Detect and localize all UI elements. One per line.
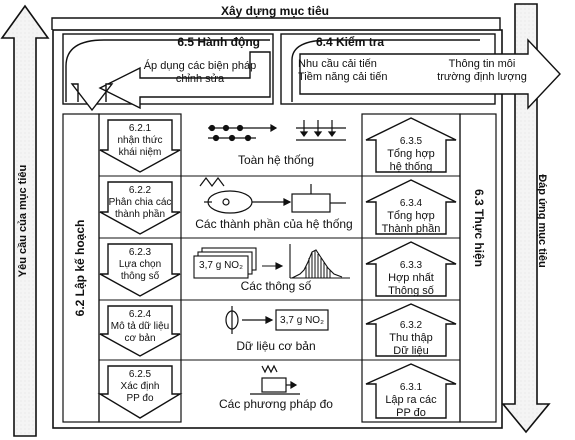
- plan-step-5-text: Xác định PP đo: [120, 381, 160, 404]
- plan-arrow-2: [99, 181, 181, 235]
- parameters-tag: 3,7 g NO₂: [199, 260, 243, 271]
- plan-step-2-text: Phân chia các thành phần: [108, 197, 172, 220]
- plan-column: [98, 113, 182, 423]
- do-step-3-id: 6.3.3: [399, 260, 423, 271]
- caption-base-data: Dữ liệu cơ bản: [236, 339, 316, 353]
- plan-step-1-text: nhận thức khái niệm: [117, 135, 163, 158]
- do-arrow-3: [365, 241, 457, 297]
- plan-step-3-id: 6.2.3: [128, 247, 152, 258]
- do-arrow-1: [365, 117, 457, 173]
- do-step-4-id: 6.3.4: [399, 198, 423, 209]
- act-frame: [62, 33, 274, 105]
- do-step-4-text: Tổng hợp Thành phần: [381, 210, 441, 235]
- do-step-5-text: Tổng hợp hệ thống: [387, 148, 435, 173]
- plan-step-2-id: 6.2.2: [128, 185, 152, 196]
- do-arrow-4: [365, 303, 457, 357]
- plan-step-3-text: Lựa chọn thông số: [118, 259, 162, 282]
- parameters-illustration: [193, 244, 350, 279]
- title-frame: [51, 17, 501, 30]
- right-side-label: Đáp ứng mục tiêu: [536, 174, 548, 268]
- left-side-arrow: [0, 4, 50, 437]
- left-side-label: Yêu cầu của mục tiêu: [17, 164, 29, 278]
- act-down-arrow: [70, 83, 114, 112]
- caption-parameters: Các thông số: [240, 279, 312, 293]
- plan-step-4-text: Mô tả dữ liệu cơ bản: [110, 321, 170, 344]
- plan-step-4-id: 6.2.4: [128, 309, 152, 320]
- plan-step-5-id: 6.2.5: [128, 369, 152, 380]
- plan-arrow-4: [99, 305, 181, 357]
- do-step-5-id: 6.3.5: [399, 136, 423, 147]
- check-label: 6.4 Kiểm tra: [316, 35, 385, 49]
- base-data-illustration: [225, 306, 329, 334]
- do-arrow-5: [365, 363, 457, 419]
- plan-label: 6.2 Lập kế hoạch: [73, 219, 87, 317]
- plan-step-1-id: 6.2.1: [128, 123, 152, 134]
- do-column: [361, 113, 461, 423]
- check-text-2: Thông tin môi trường định lượng: [437, 58, 527, 83]
- do-step-1-text: Lập ra các PP đo: [385, 394, 437, 419]
- do-arrow-2: [365, 179, 457, 235]
- do-label: 6.3 Thực hiện: [472, 188, 486, 268]
- act-text: Áp dụng các biện pháp chỉnh sửa: [143, 60, 257, 85]
- do-step-2-text: Thu thập Dữ liệu: [389, 332, 433, 357]
- plan-arrow-5: [97, 365, 183, 419]
- caption-whole-system: Toàn hệ thống: [237, 153, 315, 167]
- main-frame: [52, 29, 503, 429]
- do-step-1-id: 6.3.1: [399, 382, 423, 393]
- whole-system-illustration: [208, 120, 346, 142]
- do-step-3-text: Hợp nhất Thông số: [388, 272, 434, 297]
- act-arrow: [98, 51, 271, 110]
- act-curve: [65, 39, 270, 102]
- check-curve: [291, 39, 480, 102]
- components-illustration: [199, 177, 346, 214]
- check-arrow: [299, 38, 561, 110]
- methods-illustration: [250, 364, 300, 395]
- caption-components: Các thành phần của hệ thống: [195, 217, 353, 231]
- check-text-1: Nhu cầu cải tiến Tiềm năng cải tiến: [298, 58, 388, 83]
- caption-methods: Các phương pháp đo: [219, 397, 333, 411]
- diagram-title: Xây dựng mục tiêu: [220, 4, 330, 18]
- plan-arrow-3: [99, 243, 181, 297]
- plan-arrow-1: [99, 119, 181, 173]
- act-label: 6.5 Hành động: [177, 35, 260, 49]
- base-data-tag: 3,7 g NO₂: [280, 315, 324, 326]
- do-step-2-id: 6.3.2: [399, 320, 423, 331]
